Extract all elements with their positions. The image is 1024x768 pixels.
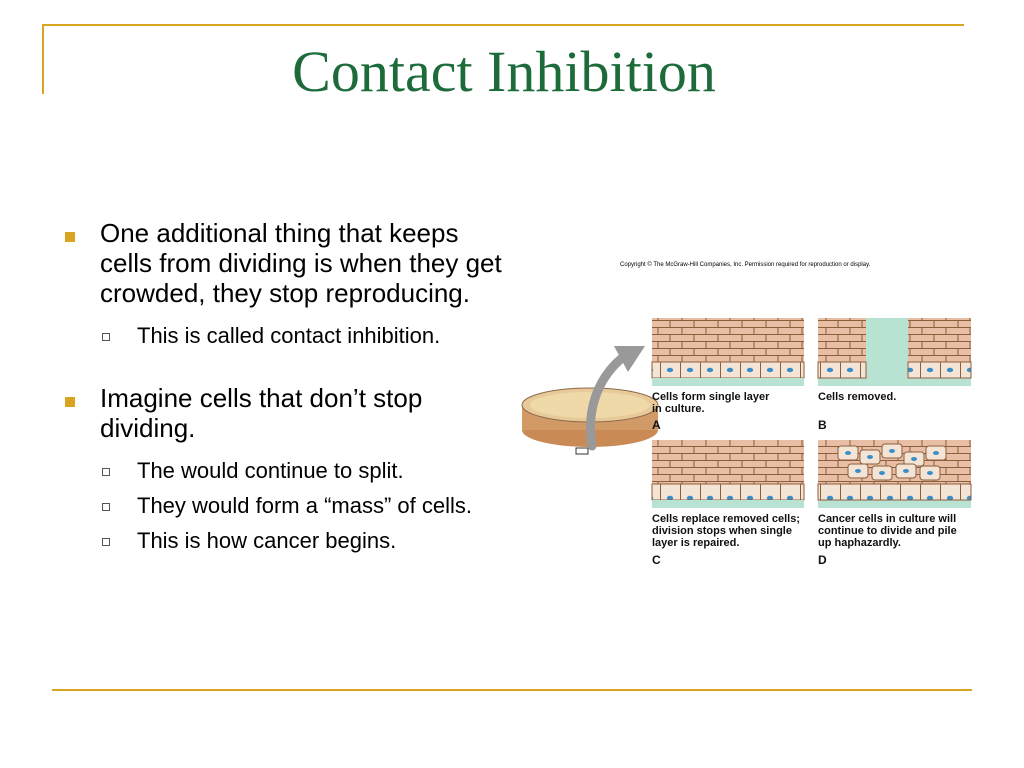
sub-bullet-2-1-text: The would continue to split. <box>137 458 404 483</box>
bullet-2: Imagine cells that don’t stop dividing. <box>62 383 502 443</box>
hollow-square-bullet-icon <box>102 468 110 476</box>
panel-d-cells <box>817 440 972 508</box>
sub-bullet-1-1: This is called contact inhibition. <box>100 322 502 349</box>
top-rule <box>42 24 964 26</box>
hollow-square-bullet-icon <box>102 333 110 341</box>
bullet-2-text: Imagine cells that don’t stop dividing. <box>100 383 423 443</box>
bullet-list: One additional thing that keeps cells fr… <box>62 218 502 562</box>
panel-c-letter: C <box>652 553 661 567</box>
sub-bullet-2-2: They would form a “mass” of cells. <box>100 492 502 519</box>
sub-bullet-1-1-text: This is called contact inhibition. <box>137 323 441 348</box>
figure-copyright: Copyright © The McGraw-Hill Companies, I… <box>620 262 871 268</box>
hollow-square-bullet-icon <box>102 503 110 511</box>
panel-a-caption: Cells form single layer in culture. <box>652 391 770 415</box>
left-rule <box>42 24 44 94</box>
panel-d-caption: Cancer cells in culture will continue to… <box>818 513 957 549</box>
panel-c-caption: Cells replace removed cells; division st… <box>652 513 800 549</box>
sub-bullet-2-1: The would continue to split. <box>100 457 502 484</box>
square-bullet-icon <box>65 232 75 242</box>
contact-inhibition-figure: Copyright © The McGraw-Hill Companies, I… <box>520 250 975 580</box>
panel-b-letter: B <box>818 418 827 432</box>
sub-bullet-2-2-text: They would form a “mass” of cells. <box>137 493 472 518</box>
sub-bullet-2-3: This is how cancer begins. <box>100 527 502 554</box>
panel-a-cells <box>651 318 805 386</box>
slide-title: Contact Inhibition <box>292 39 716 104</box>
bullet-1-text: One additional thing that keeps cells fr… <box>100 218 502 308</box>
panel-b-cells <box>817 318 972 386</box>
panel-b-caption: Cells removed. <box>818 391 897 403</box>
panel-d-letter: D <box>818 553 827 567</box>
sub-bullet-2-3-text: This is how cancer begins. <box>137 528 397 553</box>
square-bullet-icon <box>65 397 75 407</box>
panel-c-cells <box>651 440 805 508</box>
figure-illustration <box>521 318 972 508</box>
hollow-square-bullet-icon <box>102 538 110 546</box>
panel-a-letter: A <box>652 418 661 432</box>
arrow-icon <box>585 346 645 451</box>
bullet-1: One additional thing that keeps cells fr… <box>62 218 502 308</box>
bottom-rule <box>52 689 972 691</box>
